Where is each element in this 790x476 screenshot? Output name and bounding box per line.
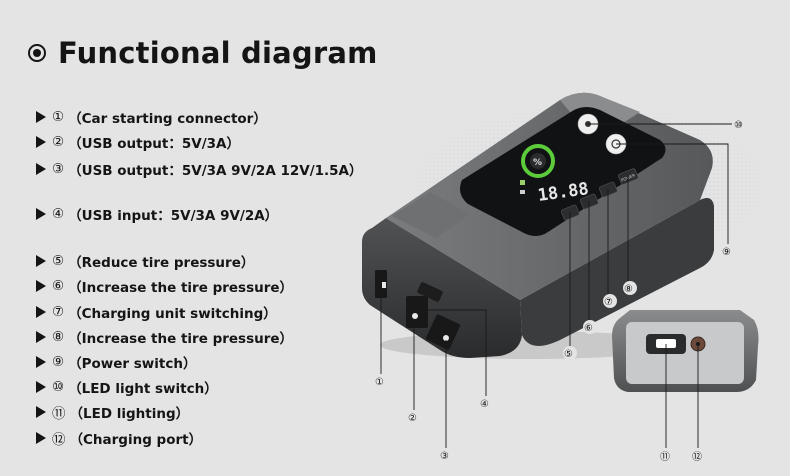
triangle-bullet-icon xyxy=(36,331,46,343)
item-number: ④ xyxy=(52,206,65,222)
list-item: ⑩ （LED light switch） xyxy=(36,377,218,397)
callout-bg xyxy=(563,346,577,360)
callout-12: ⑫ xyxy=(692,451,702,463)
item-text: （Reduce tire pressure） xyxy=(68,255,255,271)
callout-bg xyxy=(733,117,747,131)
list-item: ⑧ （Increase the tire pressure） xyxy=(36,327,293,347)
battery-indicator-ring xyxy=(521,144,555,178)
list-item: ⑦ （Charging unit switching） xyxy=(36,302,277,322)
callout-7: ⑦ xyxy=(604,297,613,308)
item-number: ③ xyxy=(52,161,65,177)
triangle-bullet-icon xyxy=(36,306,46,318)
item-number: ② xyxy=(52,134,65,150)
led-lighting-icon xyxy=(656,339,676,348)
callout-bg xyxy=(691,449,705,463)
title-row: Functional diagram xyxy=(28,36,378,70)
callout-4: ④ xyxy=(480,399,489,410)
jump-starter-device: % 18.88 POWER xyxy=(362,92,714,359)
item-text: （Car starting connector） xyxy=(68,111,267,127)
item-number: ⑨ xyxy=(52,354,65,370)
triangle-bullet-icon xyxy=(36,163,46,175)
callout-bg xyxy=(583,320,597,334)
triangle-bullet-icon xyxy=(36,280,46,292)
callout-bg xyxy=(623,281,637,295)
percent-symbol: % xyxy=(533,158,542,168)
item-text: （USB input：5V/3A 9V/2A） xyxy=(68,208,279,224)
page-title: Functional diagram xyxy=(58,36,378,70)
list-item: ② （USB output：5V/3A） xyxy=(36,132,240,152)
usb-input-port xyxy=(417,282,443,302)
callout-bg xyxy=(659,449,673,463)
callout-3: ③ xyxy=(440,451,449,462)
item-text: （LED light switch） xyxy=(68,381,218,397)
item-text: （Power switch） xyxy=(68,356,197,372)
device-end-view xyxy=(612,310,759,392)
item-number: ⑫ xyxy=(52,432,66,448)
callout-6: ⑥ xyxy=(584,323,593,334)
triangle-bullet-icon xyxy=(36,381,46,393)
connector-pin xyxy=(382,282,386,288)
list-item: ⑫ （Charging port） xyxy=(36,428,202,448)
callout-1: ① xyxy=(375,377,384,388)
usb-led-2 xyxy=(443,335,449,341)
callout-5: ⑤ xyxy=(564,349,573,360)
list-item: ③ （USB output：5V/3A 9V/2A 12V/1.5A） xyxy=(36,159,363,179)
indicator-center xyxy=(530,153,546,169)
item-text: （Charging port） xyxy=(69,432,203,448)
callout-8: ⑧ xyxy=(624,284,633,295)
status-icon xyxy=(520,180,525,185)
usb-output-port-1 xyxy=(406,296,428,328)
item-number: ⑤ xyxy=(52,253,65,269)
item-text: （USB output：5V/3A 9V/2A 12V/1.5A） xyxy=(68,163,363,179)
item-number: ① xyxy=(52,109,65,125)
callout-bg xyxy=(603,294,617,308)
callout-bg xyxy=(721,244,735,258)
device-front-face xyxy=(362,218,522,358)
item-text: （Increase the tire pressure） xyxy=(68,280,294,296)
callout-labels: ① ② ③ ④ ⑤ ⑥ ⑦ ⑧ ⑨ ⑩ ⑪ ⑫ xyxy=(374,117,747,463)
item-text: （Increase the tire pressure） xyxy=(68,331,294,347)
item-number: ⑦ xyxy=(52,304,65,320)
circle-bullet-icon xyxy=(28,44,46,62)
usb-led xyxy=(412,313,418,319)
triangle-bullet-icon xyxy=(36,111,46,123)
callout-bg xyxy=(374,374,388,388)
callout-2: ② xyxy=(408,413,417,424)
callout-10: ⑩ xyxy=(734,120,743,131)
callout-bg xyxy=(439,448,453,462)
list-item: ① （Car starting connector） xyxy=(36,107,267,127)
item-text: （Charging unit switching） xyxy=(68,306,277,322)
triangle-bullet-icon xyxy=(36,136,46,148)
callout-11: ⑪ xyxy=(660,451,670,463)
item-text: （USB output：5V/3A） xyxy=(68,136,240,152)
triangle-bullet-icon xyxy=(36,432,46,444)
callout-9: ⑨ xyxy=(722,247,731,258)
item-number: ⑩ xyxy=(52,379,65,395)
item-number: ⑧ xyxy=(52,329,65,345)
end-view-face xyxy=(626,322,744,384)
triangle-bullet-icon xyxy=(36,356,46,368)
status-icon xyxy=(520,190,525,194)
usb-output-port-2 xyxy=(425,314,461,350)
device-right-face xyxy=(520,198,714,346)
list-item: ④ （USB input：5V/3A 9V/2A） xyxy=(36,204,278,224)
callout-bg xyxy=(479,396,493,410)
triangle-bullet-icon xyxy=(36,255,46,267)
item-number: ⑥ xyxy=(52,278,65,294)
list-item: ⑪ （LED lighting） xyxy=(36,402,189,422)
triangle-bullet-icon xyxy=(36,406,46,418)
leader-line xyxy=(616,143,729,244)
item-number: ⑪ xyxy=(52,406,66,422)
car-starting-connector-port xyxy=(375,270,387,298)
list-item: ⑨ （Power switch） xyxy=(36,352,196,372)
leader-line xyxy=(428,309,487,396)
left-bumper xyxy=(392,192,470,238)
leader-lines xyxy=(380,123,732,448)
triangle-bullet-icon xyxy=(36,208,46,220)
list-item: ⑤ （Reduce tire pressure） xyxy=(36,251,254,271)
callout-bg xyxy=(407,410,421,424)
list-item: ⑥ （Increase the tire pressure） xyxy=(36,276,293,296)
item-text: （LED lighting） xyxy=(69,406,190,422)
